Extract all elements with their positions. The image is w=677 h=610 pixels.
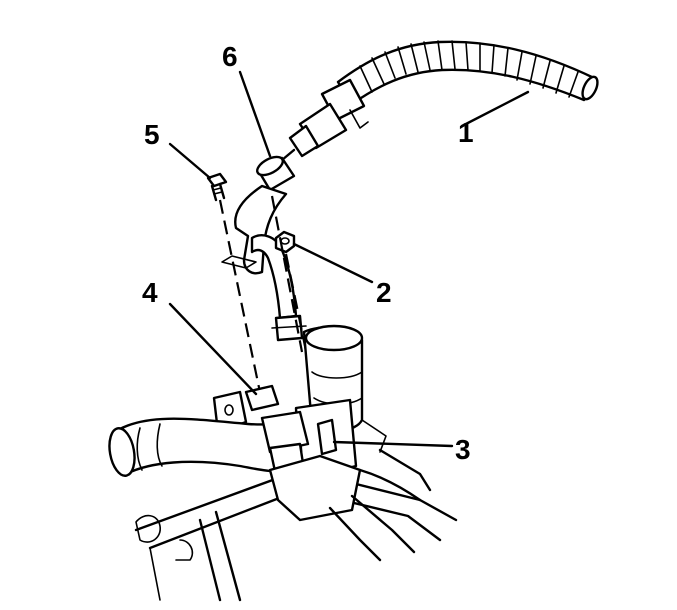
leader-lines bbox=[168, 70, 530, 448]
callout-5: 5 bbox=[144, 119, 160, 150]
support-frame bbox=[134, 419, 458, 602]
callout-6: 6 bbox=[222, 41, 238, 72]
callout-3: 3 bbox=[455, 434, 471, 465]
mounting-bolt bbox=[206, 172, 228, 202]
callout-4: 4 bbox=[142, 277, 158, 308]
hose-nut bbox=[274, 230, 296, 254]
callout-1: 1 bbox=[458, 117, 474, 148]
alignment-lines bbox=[218, 195, 328, 449]
canister-assembly bbox=[294, 324, 364, 482]
harness-connector bbox=[280, 78, 369, 162]
corrugated-conduit bbox=[336, 40, 599, 106]
callout-2: 2 bbox=[376, 277, 392, 308]
intake-tube bbox=[108, 410, 310, 478]
